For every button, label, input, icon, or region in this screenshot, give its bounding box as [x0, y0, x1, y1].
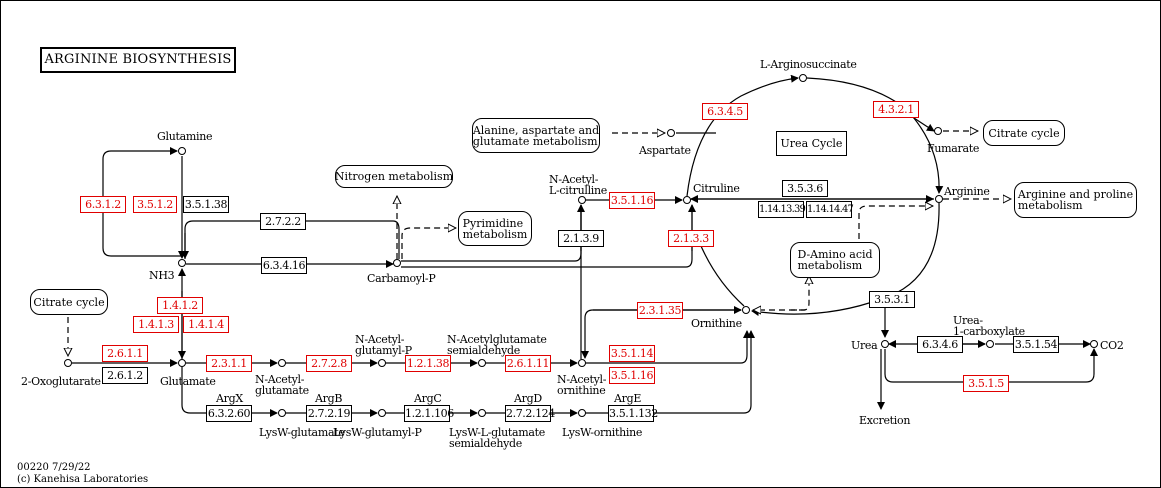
enzyme-3-5-3-1[interactable]: 3.5.3.1	[869, 291, 915, 308]
compound-urea[interactable]	[881, 340, 889, 348]
compound-aspartate[interactable]	[667, 129, 675, 137]
label-n-acetylornithine: N-Acetyl- ornithine	[557, 373, 607, 397]
enzyme-6-3-1-2[interactable]: 6.3.1.2	[80, 196, 126, 213]
gene-label-argb: ArgB	[315, 392, 343, 405]
label-n-acetylglutamate: N-Acetyl- glutamate	[255, 373, 309, 397]
enzyme-3-5-1-16-citrulline[interactable]: 3.5.1.16	[609, 192, 655, 209]
label-fumarate: Fumarate	[927, 142, 980, 155]
gene-label-argd: ArgD	[514, 392, 542, 405]
label-n-acetylglutamate-semialdehyde: N-Acetylglutamate semialdehyde	[447, 333, 547, 357]
map-citrate-cycle-right[interactable]: Citrate cycle	[983, 120, 1065, 146]
label-co2: CO2	[1100, 339, 1124, 352]
footer-map-id-date: 00220 7/29/22	[17, 462, 91, 473]
enzyme-2-6-1-11[interactable]: 2.6.1.11	[505, 355, 551, 372]
compound-argininosuccinate[interactable]	[799, 74, 807, 82]
label-argininosuccinate: L-Arginosuccinate	[760, 58, 857, 71]
enzyme-1-4-1-2[interactable]: 1.4.1.2	[157, 297, 203, 314]
enzyme-2-6-1-2[interactable]: 2.6.1.2	[102, 367, 148, 384]
compound-arginine[interactable]	[935, 195, 943, 203]
enzyme-1-14-14-47[interactable]: 1.14.14.47	[806, 201, 854, 218]
map-arginine-proline-metabolism[interactable]: Arginine and proline metabolism	[1014, 182, 1137, 218]
label-carbamoyl-p: Carbamoyl-P	[367, 272, 436, 285]
compound-lysw-ornithine[interactable]	[578, 409, 586, 417]
label-citrulline: Citruline	[693, 182, 740, 195]
label-ornithine: Ornithine	[691, 317, 742, 330]
enzyme-6-3-4-6[interactable]: 6.3.4.6	[917, 336, 963, 353]
compound-nh3[interactable]	[178, 259, 186, 267]
enzyme-2-6-1-1[interactable]: 2.6.1.1	[102, 345, 148, 362]
enzyme-1-4-1-4[interactable]: 1.4.1.4	[183, 316, 229, 333]
compound-lysw-glutamate[interactable]	[278, 409, 286, 417]
label-n-acetylglutamyl-p: N-Acetyl- glutamyl-P	[355, 333, 412, 357]
enzyme-2-7-2-124[interactable]: 2.7.2.124	[505, 405, 555, 422]
compound-citrulline[interactable]	[683, 196, 691, 204]
compound-n-acetylglutamyl-p[interactable]	[378, 359, 386, 367]
enzyme-3-5-1-5[interactable]: 3.5.1.5	[963, 375, 1009, 392]
urea-cycle-label: Urea Cycle	[776, 131, 847, 156]
compound-n-acetyl-citrulline[interactable]	[578, 196, 586, 204]
enzyme-2-7-2-8[interactable]: 2.7.2.8	[306, 355, 352, 372]
label-lysw-glutamate: LysW-glutamate	[259, 426, 345, 439]
label-arginine: Arginine	[944, 185, 990, 198]
enzyme-3-5-1-16-ornithine[interactable]: 3.5.1.16	[609, 367, 655, 384]
compound-n-acetylornithine[interactable]	[578, 359, 586, 367]
enzyme-1-2-1-106[interactable]: 1.2.1.106	[404, 405, 454, 422]
enzyme-3-5-1-38[interactable]: 3.5.1.38	[183, 196, 229, 213]
enzyme-3-5-1-54[interactable]: 3.5.1.54	[1013, 336, 1059, 353]
compound-carbamoyl-p[interactable]	[393, 259, 401, 267]
label-nh3: NH3	[149, 269, 175, 282]
map-citrate-cycle-left[interactable]: Citrate cycle	[30, 289, 108, 315]
footer-copyright: (c) Kanehisa Laboratories	[17, 474, 149, 485]
label-urea-1-carboxylate: Urea- 1-carboxylate	[953, 314, 1025, 338]
enzyme-1-14-13-39[interactable]: 1.14.13.39	[758, 201, 806, 218]
compound-n-acetylglutamate-semialdehyde[interactable]	[478, 359, 486, 367]
map-pyrimidine-metabolism[interactable]: Pyrimidine metabolism	[458, 211, 532, 246]
compound-2-oxoglutarate[interactable]	[64, 359, 72, 367]
map-alanine-aspartate-glutamate[interactable]: Alanine, aspartate and glutamate metabol…	[472, 118, 600, 153]
enzyme-2-7-2-19[interactable]: 2.7.2.19	[306, 405, 352, 422]
gene-label-arge: ArgE	[614, 392, 642, 405]
label-n-acetyl-citrulline: N-Acetyl- L-citrulline	[549, 173, 608, 197]
label-urea: Urea	[851, 339, 878, 352]
enzyme-2-7-2-2[interactable]: 2.7.2.2	[260, 213, 306, 230]
pathway-title: ARGININE BIOSYNTHESIS	[40, 47, 236, 73]
compound-glutamate[interactable]	[178, 359, 186, 367]
enzyme-3-5-1-14[interactable]: 3.5.1.14	[609, 345, 655, 362]
label-lysw-ornithine: LysW-ornithine	[562, 426, 643, 439]
gene-label-argc: ArgC	[414, 392, 442, 405]
label-lysw-glutamate-semialdehyde: LysW-L-glutamate semialdehyde	[449, 426, 545, 450]
compound-co2[interactable]	[1090, 340, 1098, 348]
enzyme-2-1-3-9[interactable]: 2.1.3.9	[558, 230, 604, 247]
compound-lysw-glutamate-semialdehyde[interactable]	[478, 409, 486, 417]
enzyme-3-5-1-132[interactable]: 3.5.1.132	[608, 405, 658, 422]
label-excretion: Excretion	[859, 414, 911, 427]
enzyme-6-3-4-16[interactable]: 6.3.4.16	[261, 257, 307, 274]
label-aspartate: Aspartate	[639, 144, 691, 157]
enzyme-1-4-1-3[interactable]: 1.4.1.3	[133, 316, 179, 333]
enzyme-2-3-1-1[interactable]: 2.3.1.1	[206, 355, 252, 372]
enzyme-4-3-2-1[interactable]: 4.3.2.1	[873, 101, 919, 118]
enzyme-6-3-4-5[interactable]: 6.3.4.5	[702, 103, 748, 120]
map-nitrogen-metabolism[interactable]: Nitrogen metabolism	[335, 165, 453, 188]
map-d-amino-acid-metabolism[interactable]: D-Amino acid metabolism	[790, 242, 880, 278]
compound-urea-1-carboxylate[interactable]	[986, 340, 994, 348]
enzyme-1-2-1-38[interactable]: 1.2.1.38	[405, 355, 451, 372]
compound-fumarate[interactable]	[934, 127, 942, 135]
label-lysw-glutamyl-p: LysW-glutamyl-P	[333, 426, 422, 439]
enzyme-3-5-3-6[interactable]: 3.5.3.6	[782, 180, 828, 197]
label-glutamine: Glutamine	[157, 130, 213, 143]
gene-label-argx: ArgX	[216, 392, 243, 405]
compound-ornithine[interactable]	[742, 306, 750, 314]
compound-lysw-glutamyl-p[interactable]	[378, 409, 386, 417]
enzyme-2-3-1-35[interactable]: 2.3.1.35	[637, 302, 683, 319]
enzyme-3-5-1-2[interactable]: 3.5.1.2	[133, 196, 177, 213]
enzyme-6-3-2-60[interactable]: 6.3.2.60	[206, 405, 252, 422]
compound-n-acetylglutamate[interactable]	[278, 359, 286, 367]
compound-glutamine[interactable]	[178, 147, 186, 155]
label-glutamate: Glutamate	[160, 375, 216, 388]
label-2-oxoglutarate: 2-Oxoglutarate	[21, 375, 101, 388]
enzyme-2-1-3-3[interactable]: 2.1.3.3	[668, 230, 714, 247]
